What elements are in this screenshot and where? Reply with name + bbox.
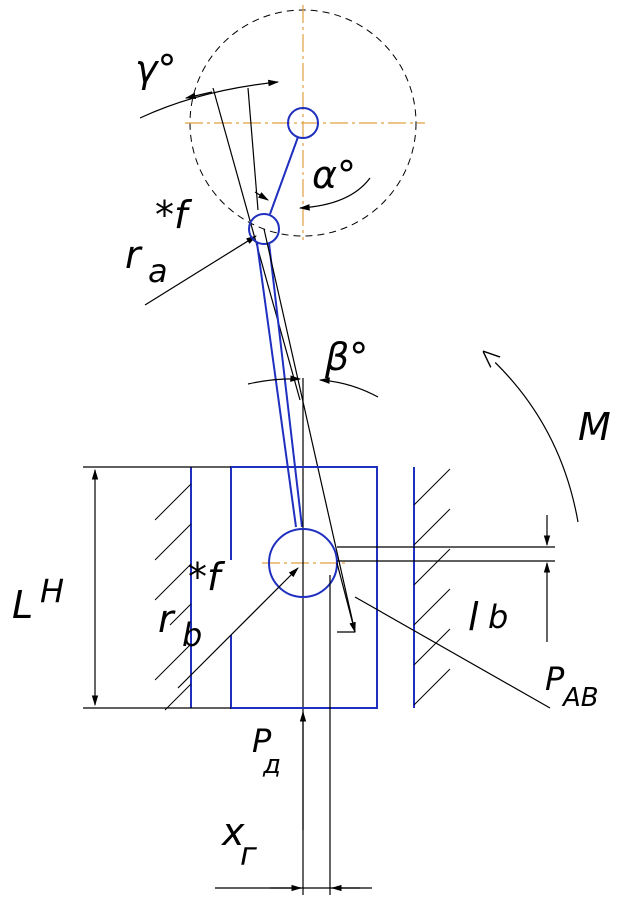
label-moment: M (578, 405, 611, 449)
gamma-arc (139, 79, 280, 119)
crank-arm (269, 136, 299, 215)
crank-pin-circle (248, 213, 280, 245)
gamma-arc-left (184, 91, 213, 99)
label-pab: P AB (545, 660, 599, 713)
ra-leader (144, 235, 257, 306)
label-xr: x г (221, 810, 257, 873)
svg-text:b: b (182, 616, 202, 654)
label-beta: β° (324, 335, 368, 379)
crank-center-circle (287, 107, 319, 139)
svg-text:b: b (488, 598, 508, 636)
svg-text:AB: AB (561, 683, 599, 713)
beta-arc (247, 375, 302, 385)
rod-force-line (263, 228, 356, 633)
svg-text:H: H (40, 572, 64, 610)
label-lb: l b (468, 595, 508, 639)
svg-text:*f: *f (155, 193, 193, 237)
alpha-arc (298, 177, 371, 211)
slider-body (230, 466, 378, 709)
svg-text:д: д (262, 750, 281, 780)
svg-text:L: L (12, 583, 33, 627)
svg-text:r: r (158, 597, 176, 641)
label-alpha: α° (312, 153, 356, 197)
label-lh: L H (12, 572, 64, 627)
label-ra: r a *f (125, 193, 193, 290)
pab-leader (354, 596, 551, 709)
left-hatching (154, 483, 192, 711)
label-rb: r b *f (158, 555, 226, 654)
right-hatching (413, 468, 451, 706)
rod-right (268, 242, 303, 528)
rod-left (256, 242, 297, 528)
rb-leader (177, 567, 299, 689)
gamma-ref-line-2 (247, 87, 259, 211)
svg-text:a: a (148, 252, 168, 290)
label-gamma: γ° (135, 47, 177, 91)
alpha-tick (254, 191, 269, 201)
svg-text:P: P (545, 660, 565, 698)
svg-text:г: г (240, 835, 257, 873)
svg-text:x: x (221, 810, 245, 854)
moment-arrow (484, 352, 579, 523)
svg-text:*f: *f (188, 555, 226, 599)
svg-text:P: P (252, 722, 272, 760)
label-pd: P д (252, 722, 281, 780)
svg-text:l: l (468, 595, 479, 639)
beta-arc-right (318, 377, 379, 398)
pab-line (336, 562, 356, 634)
svg-text:r: r (125, 233, 143, 277)
